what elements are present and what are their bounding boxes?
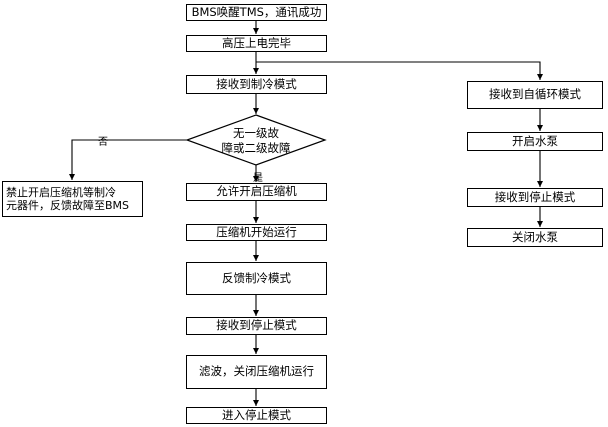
arrow-decision-no (69, 139, 187, 180)
label-yes: 是 (253, 173, 263, 184)
forbid-line2: 元器件，反馈故障至BMS (6, 199, 130, 212)
arrow-hv-to-selfcirc (256, 61, 543, 80)
node-wake: BMS唤醒TMS，通讯成功 (186, 4, 327, 21)
decision-line1: 无一级故 (233, 126, 279, 140)
node-recv-cool: 接收到制冷模式 (186, 75, 327, 94)
node-open-pump: 开启水泵 (467, 132, 603, 151)
node-recv-selfcirc: 接收到自循环模式 (467, 81, 603, 109)
forbid-line1: 禁止开启压缩机等制冷 (6, 185, 116, 199)
decision-text: 无一级故 障或二级故障 (206, 126, 306, 156)
label-no: 否 (98, 137, 108, 148)
node-hv-done: 高压上电完毕 (186, 35, 327, 52)
node-comp-start: 压缩机开始运行 (186, 224, 327, 241)
decision-line2: 障或二级故障 (221, 140, 291, 155)
node-enter-stop: 进入停止模式 (186, 407, 327, 424)
node-feedback-cool: 反馈制冷模式 (186, 262, 327, 295)
node-filter-close: 滤波，关闭压缩机运行 (186, 355, 327, 389)
node-forbid: 禁止开启压缩机等制冷 元器件，反馈故障至BMS (2, 181, 143, 217)
node-recv-stop-left: 接收到停止模式 (186, 317, 327, 335)
node-allow-comp: 允许开启压缩机 (186, 183, 327, 201)
node-close-pump: 关闭水泵 (467, 228, 603, 247)
node-recv-stop-right: 接收到停止模式 (467, 188, 603, 207)
